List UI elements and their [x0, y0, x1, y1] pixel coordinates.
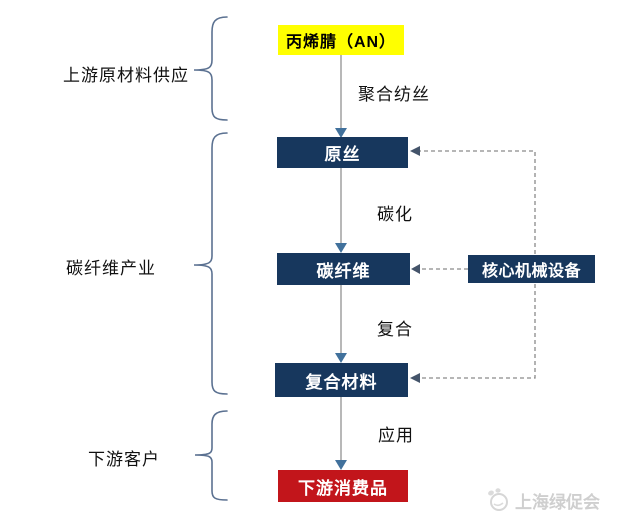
edge-label-compositing: 复合 — [377, 320, 413, 339]
edge-label-application: 应用 — [378, 426, 414, 445]
arrow-precursor-to-carbonfiber — [335, 168, 347, 253]
arrow-carbonfiber-to-composite — [335, 285, 347, 363]
watermark: 上海绿促会 — [486, 487, 600, 513]
brace-downstream — [194, 410, 228, 501]
brace-industry — [193, 132, 228, 395]
watermark-logo-icon — [488, 488, 508, 511]
node-core-machinery: 核心机械设备 — [468, 255, 595, 283]
arrow-an-to-precursor — [335, 55, 347, 138]
node-downstream-consumer-goods: 下游消费品 — [278, 470, 408, 502]
node-acrylonitrile: 丙烯腈（AN） — [278, 25, 404, 55]
dashed-arrow-machinery-to-carbonfiber — [411, 264, 468, 274]
group-label-carbon-fiber-industry: 碳纤维产业 — [66, 259, 156, 278]
node-precursor-fiber: 原丝 — [277, 137, 408, 168]
dashed-arrow-machinery-to-composite — [410, 284, 536, 383]
node-composite-material: 复合材料 — [275, 363, 408, 397]
brace-upstream — [193, 16, 228, 121]
arrow-composite-to-consumer — [335, 397, 347, 470]
dashed-arrow-machinery-to-precursor — [410, 146, 536, 254]
edge-label-carbonization: 碳化 — [377, 205, 413, 224]
edge-label-polymerization-spinning: 聚合纺丝 — [358, 85, 430, 104]
group-label-downstream-customers: 下游客户 — [88, 450, 160, 469]
watermark-text: 上海绿促会 — [515, 492, 600, 512]
group-label-upstream-raw-materials: 上游原材料供应 — [63, 66, 189, 85]
node-carbon-fiber: 碳纤维 — [277, 253, 410, 285]
